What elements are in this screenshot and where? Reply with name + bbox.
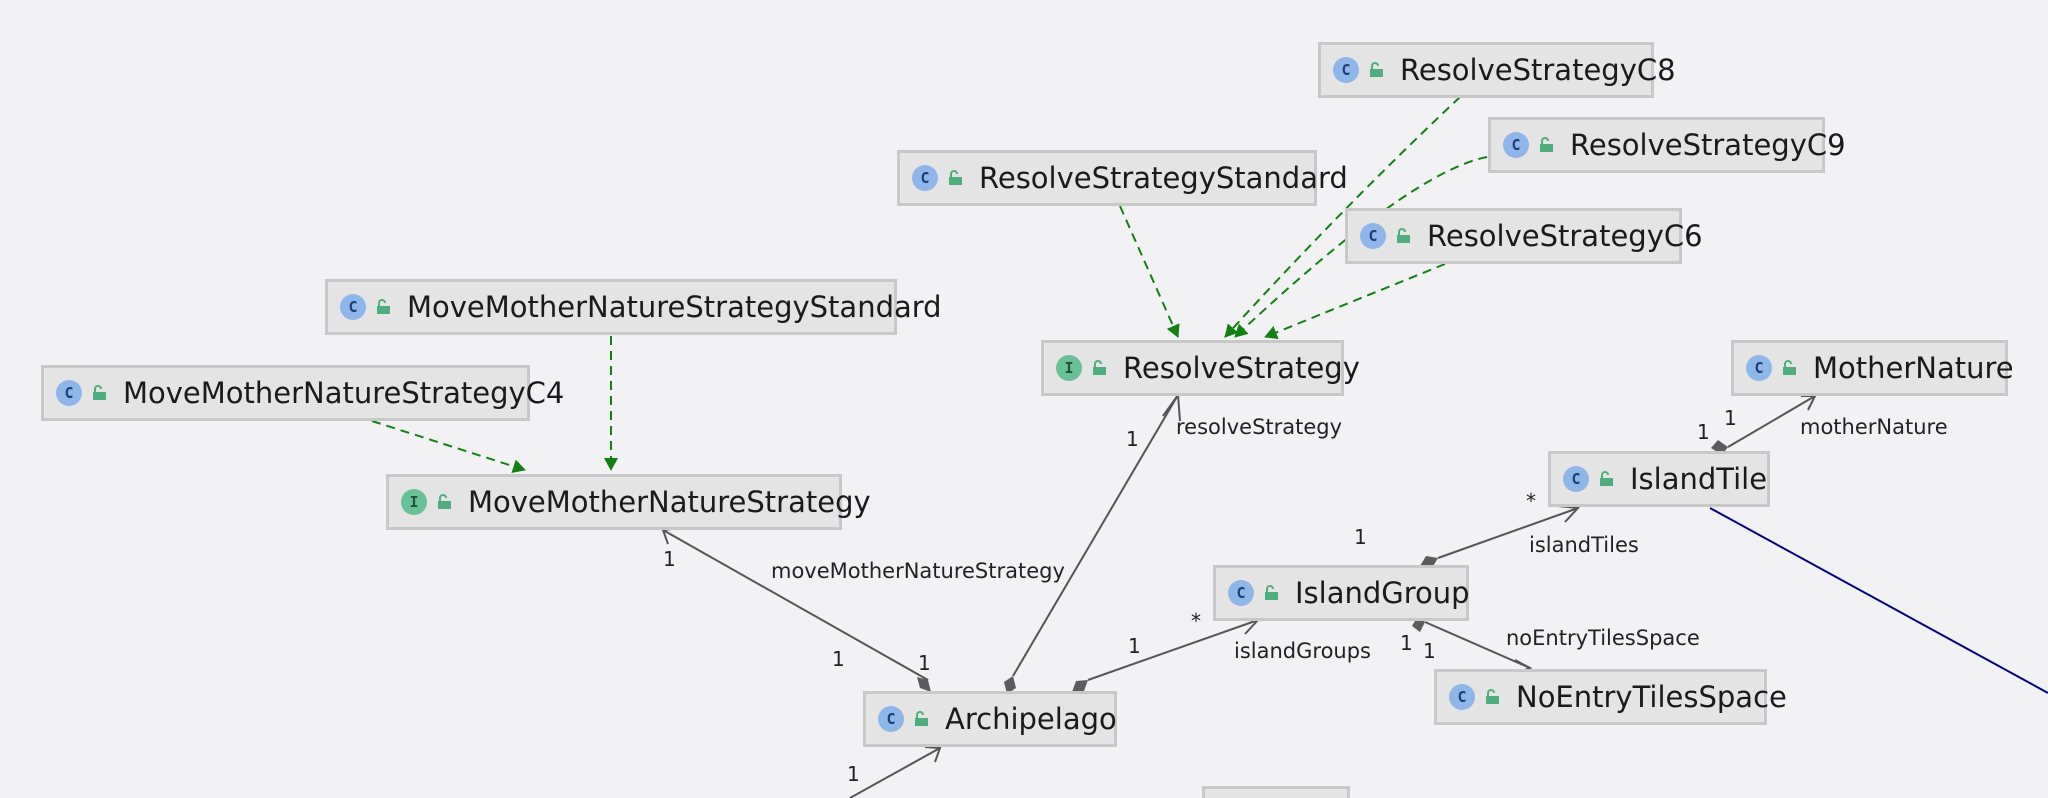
public-visibility-icon xyxy=(1265,584,1278,600)
node-island-group[interactable]: C IslandGroup xyxy=(1213,565,1470,621)
association-offscreen xyxy=(849,747,941,798)
node-label: MoveMotherNatureStrategyC4 xyxy=(123,376,565,410)
multiplicity-label: 1 xyxy=(1128,634,1141,658)
multiplicity-label: * xyxy=(1191,609,1201,633)
node-move-mother-nature-strategy-c4[interactable]: C MoveMotherNatureStrategyC4 xyxy=(41,365,564,421)
class-icon: C xyxy=(1563,466,1589,492)
diamond-archipelago-resolve xyxy=(1004,676,1016,694)
public-visibility-icon xyxy=(1397,227,1410,243)
node-label: ResolveStrategyC8 xyxy=(1400,53,1676,87)
arrowhead-offscreen xyxy=(924,746,942,763)
class-icon: C xyxy=(1746,355,1772,381)
class-icon: C xyxy=(1228,580,1254,606)
arrowhead-mother-nature xyxy=(1801,395,1817,411)
realization-edge-standard xyxy=(1119,205,1180,338)
class-icon: C xyxy=(1333,57,1359,83)
association-island-group-island-tile xyxy=(1437,507,1579,559)
class-icon: C xyxy=(56,380,82,406)
node-island-tile[interactable]: C IslandTile xyxy=(1548,451,1770,507)
association-archipelago-move-strategy xyxy=(662,529,929,681)
node-resolve-strategy[interactable]: I ResolveStrategy xyxy=(1041,340,1360,396)
multiplicity-label: 1 xyxy=(1697,420,1710,444)
public-visibility-icon xyxy=(377,298,390,314)
node-label: MoveMotherNatureStrategy xyxy=(468,485,871,519)
node-partial-bottom[interactable] xyxy=(1202,786,1350,798)
node-label: ResolveStrategyStandard xyxy=(979,161,1348,195)
class-icon: C xyxy=(1503,132,1529,158)
node-label: NoEntryTilesSpace xyxy=(1516,680,1787,714)
association-island-group-no-entry xyxy=(1424,621,1531,669)
association-label-island-groups: islandGroups xyxy=(1234,639,1371,663)
association-island-tile-mother-nature xyxy=(1727,395,1816,448)
node-resolve-strategy-standard[interactable]: C ResolveStrategyStandard xyxy=(897,150,1348,206)
class-icon: C xyxy=(1360,223,1386,249)
public-visibility-icon xyxy=(438,493,451,509)
public-visibility-icon xyxy=(1370,61,1383,77)
node-mother-nature[interactable]: C MotherNature xyxy=(1731,340,2014,396)
class-icon: C xyxy=(1449,684,1475,710)
class-icon: C xyxy=(340,294,366,320)
node-resolve-strategy-c6[interactable]: C ResolveStrategyC6 xyxy=(1345,208,1703,264)
multiplicity-label: 1 xyxy=(1400,631,1413,655)
association-label-no-entry-tiles-space: noEntryTilesSpace xyxy=(1506,626,1700,650)
public-visibility-icon xyxy=(1783,359,1796,375)
node-label: Archipelago xyxy=(945,702,1117,736)
association-label-resolve-strategy: resolveStrategy xyxy=(1176,415,1343,439)
class-icon: C xyxy=(878,706,904,732)
association-label-island-tiles: islandTiles xyxy=(1529,533,1639,557)
node-archipelago[interactable]: C Archipelago xyxy=(863,691,1117,747)
node-move-mother-nature-strategy[interactable]: I MoveMotherNatureStrategy xyxy=(386,474,871,530)
association-label-move-mother-nature-strategy: moveMotherNatureStrategy xyxy=(771,559,1065,583)
node-label: MotherNature xyxy=(1813,351,2014,385)
public-visibility-icon xyxy=(1093,359,1106,375)
diamond-archipelago-move xyxy=(917,677,931,692)
node-resolve-strategy-c9[interactable]: C ResolveStrategyC9 xyxy=(1488,117,1846,173)
public-visibility-icon xyxy=(1600,470,1613,486)
node-resolve-strategy-c8[interactable]: C ResolveStrategyC8 xyxy=(1318,42,1676,98)
interface-icon: I xyxy=(401,489,427,515)
multiplicity-label: * xyxy=(1526,489,1536,513)
node-no-entry-tiles-space[interactable]: C NoEntryTilesSpace xyxy=(1434,669,1787,725)
arrowhead-move-strategy xyxy=(661,527,681,545)
realization-edge-c8 xyxy=(1224,96,1461,338)
node-label: IslandGroup xyxy=(1295,576,1470,610)
multiplicity-label: 1 xyxy=(1354,525,1367,549)
multiplicity-label: 1 xyxy=(1126,427,1139,451)
multiplicity-label: 1 xyxy=(1724,406,1737,430)
public-visibility-icon xyxy=(1540,136,1553,152)
node-label: ResolveStrategy xyxy=(1123,351,1360,385)
diamond-archipelago-island-group xyxy=(1072,680,1088,692)
node-move-mother-nature-strategy-standard[interactable]: C MoveMotherNatureStrategyStandard xyxy=(325,279,942,335)
public-visibility-icon xyxy=(93,384,106,400)
association-island-tile-offscreen xyxy=(1709,507,2048,694)
node-label: ResolveStrategyC6 xyxy=(1427,219,1703,253)
multiplicity-label: 1 xyxy=(832,647,845,671)
node-label: MoveMotherNatureStrategyStandard xyxy=(407,290,942,324)
realization-edge-c9 xyxy=(1234,156,1488,338)
public-visibility-icon xyxy=(1486,688,1499,704)
realization-edge-move-c4 xyxy=(371,420,526,474)
association-archipelago-resolve-strategy xyxy=(1012,394,1179,677)
interface-icon: I xyxy=(1056,355,1082,381)
realization-edge-c6 xyxy=(1264,263,1446,339)
multiplicity-label: 1 xyxy=(918,651,931,675)
association-label-mother-nature: motherNature xyxy=(1800,415,1948,439)
multiplicity-label: 1 xyxy=(663,547,676,571)
node-label: ResolveStrategyC9 xyxy=(1570,128,1846,162)
public-visibility-icon xyxy=(915,710,928,726)
public-visibility-icon xyxy=(949,169,962,185)
class-icon: C xyxy=(912,165,938,191)
multiplicity-label: 1 xyxy=(1423,639,1436,663)
node-label: IslandTile xyxy=(1630,462,1768,496)
association-archipelago-island-group xyxy=(1087,619,1259,681)
multiplicity-label: 1 xyxy=(847,762,860,786)
